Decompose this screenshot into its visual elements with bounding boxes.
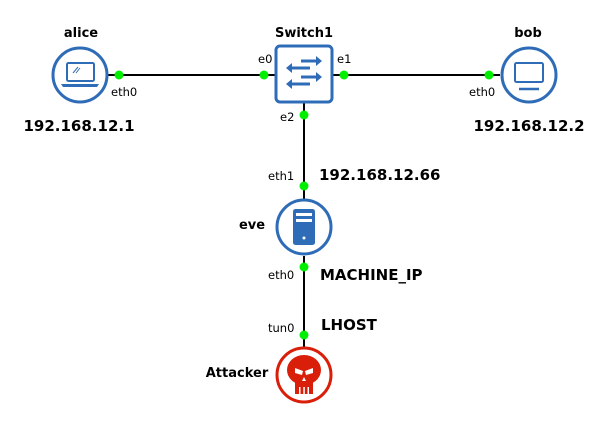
- node-attacker-label: Attacker: [206, 366, 269, 381]
- port-alice-eth0-label: eth0: [111, 85, 137, 99]
- port-switch-e0-label: e0: [258, 52, 272, 66]
- port-eve-eth1-ip: 192.168.12.66: [319, 166, 440, 184]
- skull-icon: [287, 355, 321, 394]
- node-alice[interactable]: alice 192.168.12.1: [23, 26, 134, 135]
- switch-icon: [286, 56, 322, 89]
- node-alice-ip: 192.168.12.1: [23, 117, 134, 135]
- server-icon: [293, 209, 315, 245]
- node-eve[interactable]: eve: [239, 198, 333, 256]
- port-eve-eth1[interactable]: [299, 181, 309, 191]
- port-switch-e1-label: e1: [337, 52, 351, 66]
- port-switch-e2-label: e2: [280, 110, 294, 124]
- laptop-icon: [61, 62, 99, 87]
- port-attacker-tun0[interactable]: [299, 330, 309, 340]
- port-eve-eth0-ip: MACHINE_IP: [320, 266, 423, 284]
- node-bob[interactable]: bob 192.168.12.2: [473, 26, 584, 135]
- port-attacker-tun0-ip: LHOST: [321, 316, 378, 334]
- port-eve-eth1-label: eth1: [268, 169, 294, 183]
- node-eve-label: eve: [239, 218, 265, 233]
- port-eve-eth0[interactable]: [299, 262, 309, 272]
- node-attacker[interactable]: Attacker: [206, 346, 333, 404]
- monitor-icon: [514, 62, 544, 91]
- node-switch1-label: Switch1: [275, 26, 333, 41]
- port-switch-e1[interactable]: [339, 70, 349, 80]
- port-switch-e0[interactable]: [259, 70, 269, 80]
- port-switch-e2[interactable]: [299, 110, 309, 120]
- node-bob-ip: 192.168.12.2: [473, 117, 584, 135]
- port-attacker-tun0-label: tun0: [268, 321, 294, 335]
- node-alice-label: alice: [64, 26, 98, 41]
- port-bob-eth0[interactable]: [484, 70, 494, 80]
- port-bob-eth0-label: eth0: [469, 85, 495, 99]
- port-eve-eth0-label: eth0: [268, 268, 294, 282]
- node-switch1[interactable]: Switch1: [274, 26, 334, 104]
- node-bob-label: bob: [514, 26, 542, 41]
- port-alice-eth0[interactable]: [114, 70, 124, 80]
